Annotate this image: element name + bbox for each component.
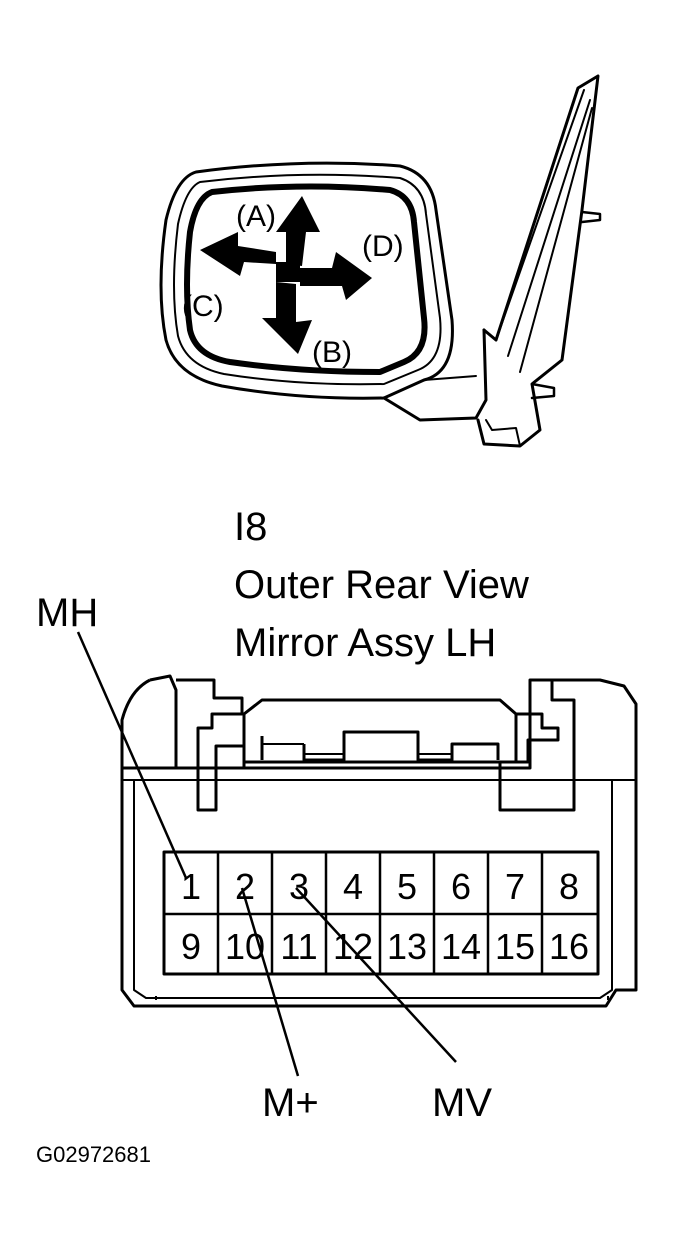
pin-8: 8 bbox=[559, 866, 579, 907]
leader-lines bbox=[76, 631, 457, 1077]
arrow-center bbox=[276, 262, 300, 282]
figure-code: G02972681 bbox=[36, 1142, 151, 1167]
pin-3: 3 bbox=[289, 866, 309, 907]
terminal-label-mh: MH bbox=[36, 591, 98, 635]
arrow-up-icon bbox=[276, 196, 320, 266]
arrow-left-icon bbox=[200, 232, 276, 276]
connector-id: I8 bbox=[234, 505, 267, 549]
direction-label-a: (A) bbox=[236, 200, 276, 233]
mirror-housing-side bbox=[382, 328, 488, 422]
pin-grid-bottom: 9 10 11 12 13 14 15 16 bbox=[181, 926, 589, 967]
pin-6: 6 bbox=[451, 866, 471, 907]
pin-2: 2 bbox=[235, 866, 255, 907]
pin-13: 13 bbox=[387, 926, 427, 967]
pin-5: 5 bbox=[397, 866, 417, 907]
pin-4: 4 bbox=[343, 866, 363, 907]
mirror-glass bbox=[184, 183, 428, 375]
leader-mh bbox=[76, 631, 188, 879]
arrow-down-icon bbox=[262, 282, 312, 354]
pin-15: 15 bbox=[495, 926, 535, 967]
adjust-arrows bbox=[200, 196, 372, 354]
mirror-mount bbox=[476, 74, 600, 448]
terminal-label-mv: MV bbox=[432, 1081, 492, 1125]
pin-14: 14 bbox=[441, 926, 481, 967]
pin-7: 7 bbox=[505, 866, 525, 907]
pin-grid-top: 1 2 3 4 5 6 7 8 bbox=[181, 866, 579, 907]
direction-label-d: (D) bbox=[362, 230, 404, 263]
pin-16: 16 bbox=[549, 926, 589, 967]
terminal-label-m-plus: M+ bbox=[262, 1081, 319, 1125]
pin-11: 11 bbox=[280, 926, 317, 967]
pin-9: 9 bbox=[181, 926, 201, 967]
mirror-housing bbox=[159, 161, 454, 400]
connector-name-line2: Mirror Assy LH bbox=[234, 621, 496, 665]
mirror-rim bbox=[173, 173, 442, 386]
connector-body bbox=[120, 674, 638, 1008]
direction-label-b: (B) bbox=[312, 336, 352, 369]
leader-mv bbox=[295, 887, 457, 1063]
connector-name-line1: Outer Rear View bbox=[234, 563, 529, 607]
direction-label-c: (C) bbox=[182, 290, 224, 323]
pin-12: 12 bbox=[333, 926, 373, 967]
leader-m-plus bbox=[240, 887, 300, 1077]
mirror-illustration bbox=[159, 74, 602, 448]
arrow-right-icon bbox=[300, 252, 372, 300]
